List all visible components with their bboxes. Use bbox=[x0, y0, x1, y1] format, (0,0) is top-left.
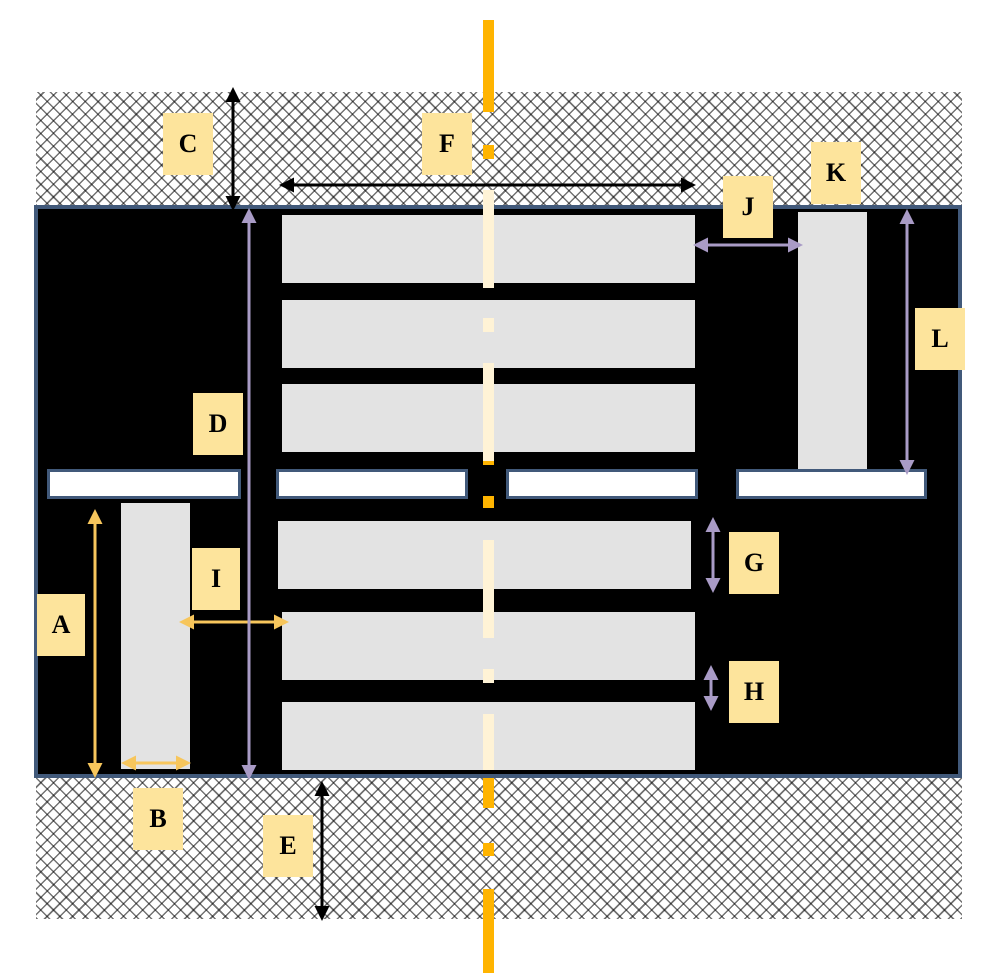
stop-line-bar bbox=[506, 469, 698, 499]
label-i: I bbox=[192, 548, 240, 610]
center-line-dash bbox=[483, 363, 494, 461]
center-line-dash bbox=[483, 714, 494, 770]
label-c: C bbox=[163, 113, 213, 175]
center-line-dash bbox=[483, 190, 494, 288]
center-line-dash bbox=[483, 318, 494, 332]
center-line-dash bbox=[483, 461, 494, 465]
center-line-dash bbox=[483, 778, 494, 808]
label-d: D bbox=[193, 393, 243, 455]
vertical-block-left bbox=[121, 503, 190, 769]
label-j: J bbox=[723, 176, 773, 238]
label-b: B bbox=[133, 788, 183, 850]
vertical-block-right bbox=[798, 212, 867, 470]
stop-line-bar bbox=[736, 469, 927, 499]
center-line-dash bbox=[483, 145, 494, 159]
crosswalk-stripe bbox=[282, 300, 695, 368]
stop-line-bar bbox=[276, 469, 468, 499]
label-k: K bbox=[811, 142, 861, 204]
center-line-dash bbox=[483, 540, 494, 638]
label-e: E bbox=[263, 815, 313, 877]
hatched-ground-top bbox=[36, 92, 962, 206]
center-line-dash bbox=[483, 843, 494, 856]
label-a: A bbox=[37, 594, 85, 656]
label-g: G bbox=[729, 532, 779, 594]
center-line-dash bbox=[483, 496, 494, 508]
center-line-dash bbox=[483, 669, 494, 683]
center-line bbox=[483, 20, 494, 973]
label-f: F bbox=[422, 113, 472, 175]
center-line-dash bbox=[483, 20, 494, 112]
stop-line-bar bbox=[47, 469, 241, 499]
label-l: L bbox=[915, 308, 965, 370]
hatched-ground-bottom bbox=[36, 777, 962, 919]
label-h: H bbox=[729, 661, 779, 723]
center-line-dash bbox=[483, 889, 494, 973]
